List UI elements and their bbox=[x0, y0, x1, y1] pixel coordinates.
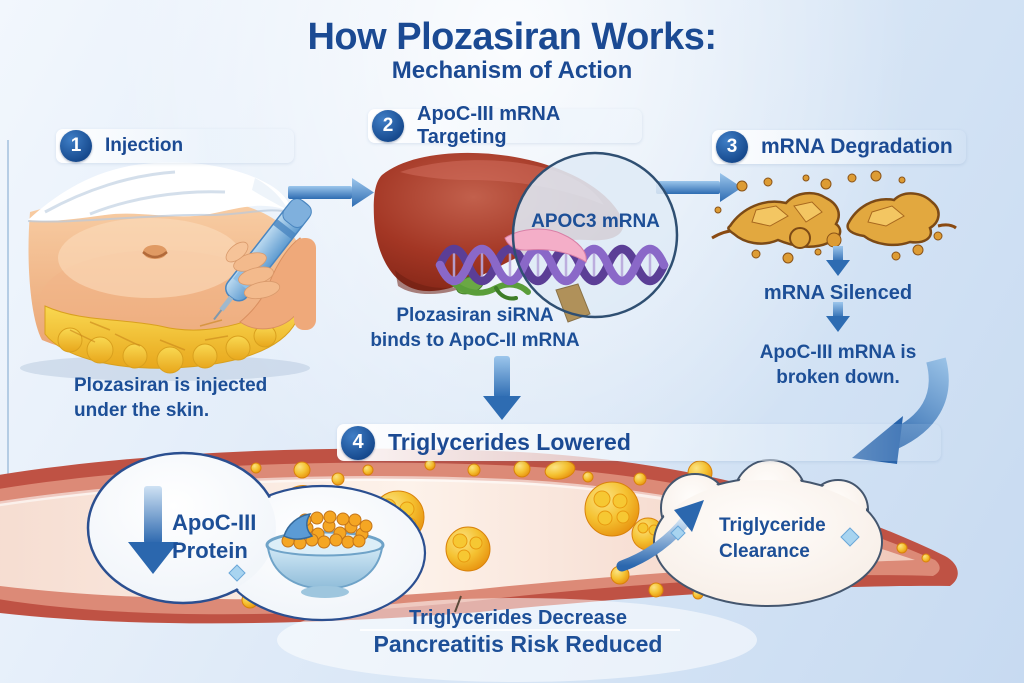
triglyceride-clearance-label: Triglyceride Clearance bbox=[719, 515, 826, 562]
footer-line2: Pancreatitis Risk Reduced bbox=[373, 631, 663, 657]
apoc3-protein-label: ApoC-III Protein bbox=[172, 510, 257, 564]
droplet-diamond-icon bbox=[840, 527, 860, 547]
step3-pill: 3 mRNA Degradation bbox=[712, 130, 966, 164]
globule-cluster bbox=[584, 481, 640, 537]
mrna-fragments-illustration bbox=[711, 170, 957, 264]
hand bbox=[225, 237, 316, 330]
shirt bbox=[27, 162, 293, 223]
step1-caption: Plozasiran is injected under the skin. bbox=[74, 375, 268, 421]
injection-illustration bbox=[20, 162, 316, 381]
step2-caption: Plozasiran siRNA binds to ApoC-II mRNA bbox=[370, 305, 580, 351]
step1-pill: 1 Injection bbox=[56, 129, 294, 163]
mrna-silenced-caption: mRNA Silenced bbox=[763, 282, 913, 304]
step2-number-badge: 2 bbox=[372, 110, 404, 142]
footer-glow bbox=[277, 598, 757, 682]
footer-line1: Triglycerides Decrease bbox=[409, 607, 627, 629]
left-edge-accent bbox=[7, 140, 9, 610]
food-bowl-icon bbox=[265, 510, 385, 598]
navel bbox=[142, 245, 168, 259]
step2-pill: 2 ApoC-III mRNA Targeting bbox=[368, 103, 642, 148]
sirna-ribbon-icon bbox=[504, 228, 587, 263]
triglyceride-clearance-bubble bbox=[616, 459, 883, 607]
magnifier-label: APOC3 mRNA bbox=[531, 211, 660, 232]
mrna-helix-icon bbox=[435, 244, 669, 286]
flow-arrow-step2-to-step3 bbox=[656, 173, 742, 202]
clearance-arrow-icon bbox=[616, 500, 704, 572]
fish-garnish-icon bbox=[283, 512, 314, 540]
step3-label: mRNA Degradation bbox=[761, 135, 953, 158]
fat-layer bbox=[44, 305, 298, 374]
step4-number-badge: 4 bbox=[341, 425, 375, 460]
step3-number-badge: 3 bbox=[716, 131, 748, 163]
down-arrow-to-silenced bbox=[826, 246, 850, 276]
globule-cluster bbox=[445, 526, 491, 572]
footer-divider bbox=[360, 629, 680, 631]
page-title: How Plozasiran Works: bbox=[307, 16, 717, 58]
step2-label: ApoC-III mRNA Targeting bbox=[417, 103, 560, 148]
decrease-arrow-icon bbox=[128, 486, 178, 574]
apoc3-protein-bubble bbox=[86, 451, 427, 622]
down-arrow-to-broken bbox=[826, 302, 850, 332]
step1-label: Injection bbox=[105, 135, 184, 156]
step4-label: Triglycerides Lowered bbox=[388, 429, 631, 455]
mrna-debris bbox=[714, 170, 943, 264]
droplet-diamond-icon bbox=[228, 564, 246, 582]
droplet-diamond-icon bbox=[670, 525, 686, 541]
step4-pill: 4 Triglycerides Lowered bbox=[337, 424, 941, 461]
page-subtitle: Mechanism of Action bbox=[391, 57, 633, 84]
down-arrow-step2-to-step4 bbox=[483, 356, 521, 420]
step1-number-badge: 1 bbox=[60, 130, 92, 162]
magnifier-circle bbox=[435, 151, 679, 323]
mrna-broken-caption: ApoC-III mRNA is broken down. bbox=[759, 342, 917, 388]
footer-pointer-line bbox=[454, 595, 462, 613]
flow-arrow-step1-to-step2 bbox=[288, 178, 374, 207]
